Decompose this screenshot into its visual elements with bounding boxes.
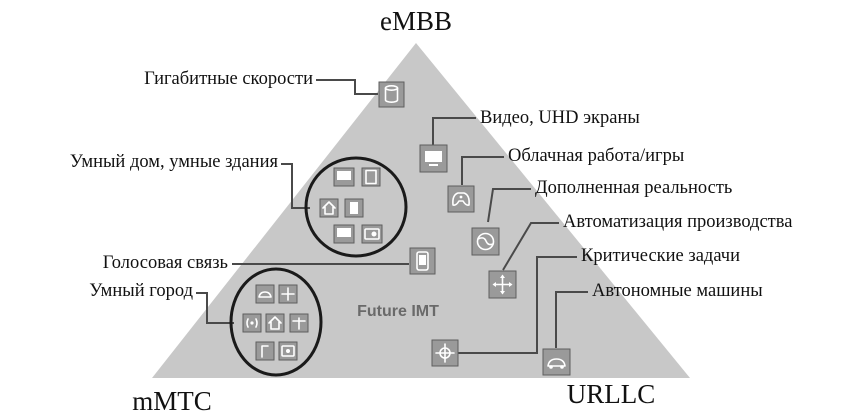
monitor-icon bbox=[419, 144, 448, 173]
label-gigabit: Гигабитные скорости bbox=[144, 69, 313, 89]
smart-city-cluster bbox=[229, 267, 323, 377]
leader-ar bbox=[487, 188, 531, 223]
corner-label-mmtc: mMTC bbox=[132, 386, 212, 412]
leader-smart-city bbox=[196, 292, 234, 324]
tv-icon bbox=[333, 167, 355, 187]
smart-home-cluster bbox=[304, 156, 408, 258]
crosshair-icon bbox=[431, 339, 459, 367]
leader-cloud bbox=[461, 156, 504, 185]
fridge-icon bbox=[361, 167, 381, 187]
camera-icon bbox=[361, 224, 383, 244]
car-icon bbox=[542, 348, 571, 376]
label-smart-home: Умный дом, умные здания bbox=[70, 152, 279, 172]
streetlight-icon bbox=[255, 341, 275, 361]
car-sensor-icon bbox=[255, 284, 275, 304]
appliance-icon bbox=[344, 198, 364, 218]
lamp-icon bbox=[289, 313, 309, 333]
meter-icon bbox=[278, 341, 298, 361]
label-video: Видео, UHD экраны bbox=[480, 108, 640, 128]
phone-icon bbox=[409, 247, 436, 275]
traffic-icon bbox=[278, 284, 298, 304]
wireless-icon bbox=[242, 313, 262, 333]
move-arrows-icon bbox=[488, 270, 517, 299]
label-voice: Голосовая связь bbox=[103, 253, 228, 273]
corner-label-embb: eMBB bbox=[380, 6, 452, 36]
leader-critical bbox=[457, 256, 577, 354]
gamepad-icon bbox=[447, 185, 475, 213]
label-ar: Дополненная реальность bbox=[535, 178, 732, 198]
label-autonomous: Автономные машины bbox=[592, 281, 763, 301]
leader-autonomous bbox=[555, 291, 588, 348]
globe-icon bbox=[471, 227, 500, 256]
corner-label-urllc: URLLC bbox=[567, 379, 656, 409]
laptop-icon bbox=[333, 224, 355, 244]
center-label: Future IMT bbox=[357, 303, 439, 320]
leader-automation bbox=[502, 222, 559, 271]
label-critical: Критические задачи bbox=[581, 246, 740, 266]
database-icon bbox=[378, 81, 405, 108]
label-smart-city: Умный город bbox=[89, 281, 193, 301]
leader-video bbox=[432, 117, 476, 145]
label-automation: Автоматизация производства bbox=[563, 212, 792, 232]
leader-smart-home bbox=[281, 163, 310, 209]
building-icon bbox=[265, 313, 285, 333]
home-icon bbox=[319, 198, 339, 218]
leader-gigabit bbox=[316, 79, 378, 95]
label-cloud: Облачная работа/игры bbox=[508, 146, 684, 166]
